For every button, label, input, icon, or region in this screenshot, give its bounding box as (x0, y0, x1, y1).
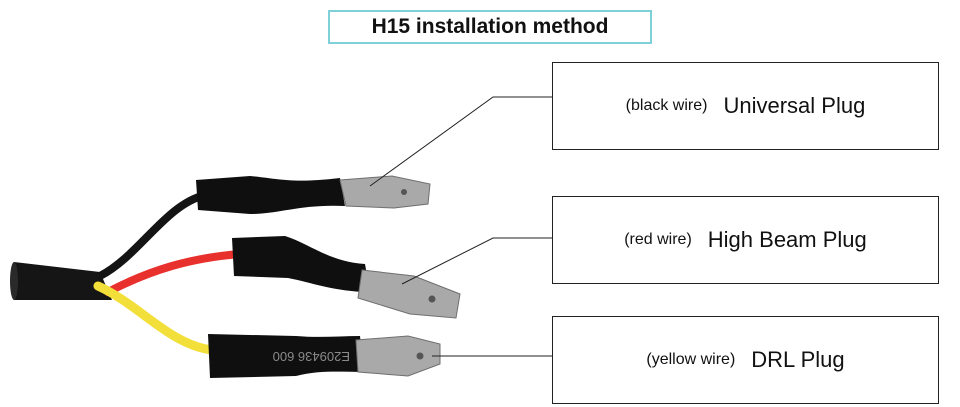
sleeve-print: E209436 600 (273, 349, 350, 364)
red-sleeve (232, 236, 370, 292)
wire-color-note: (red wire) (624, 231, 692, 248)
leader-line-universal (369, 96, 552, 187)
yellow-terminal (355, 335, 441, 377)
label-high-beam-plug: (red wire) High Beam Plug (552, 196, 939, 284)
plug-name: DRL Plug (751, 347, 845, 372)
black-wire (96, 191, 209, 280)
wire-color-note: (black wire) (625, 97, 708, 114)
plug-name: Universal Plug (723, 93, 866, 118)
black-terminal (339, 175, 431, 209)
yellow-wire (93, 281, 217, 355)
red-terminal (357, 269, 461, 319)
main-cable-sheath (14, 262, 112, 300)
label-universal-plug: (black wire) Universal Plug (552, 62, 939, 150)
plug-name: High Beam Plug (707, 227, 867, 252)
leader-line-high-beam (401, 237, 552, 285)
wire-color-note: (yellow wire) (646, 351, 736, 368)
red-wire (104, 250, 244, 296)
label-drl-plug: (yellow wire) DRL Plug (552, 316, 939, 404)
black-sleeve (196, 176, 345, 214)
yellow-sleeve (208, 334, 364, 378)
diagram-title: H15 installation method (328, 10, 652, 44)
